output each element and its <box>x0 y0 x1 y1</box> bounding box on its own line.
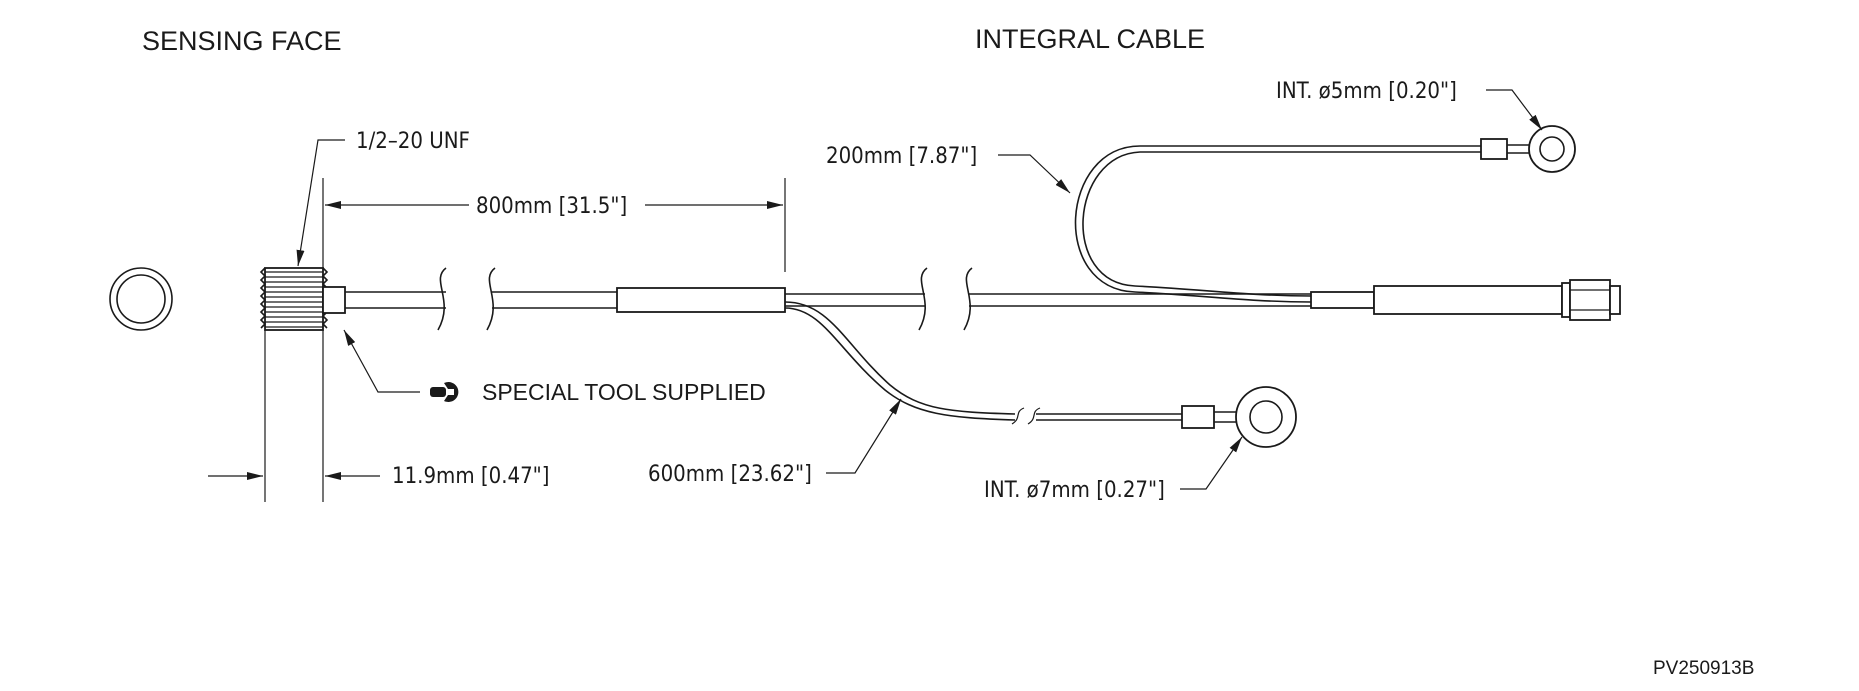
long-lead <box>784 301 1297 448</box>
cable-connector <box>1310 279 1621 321</box>
thread-callout: 1/2–20 UNF <box>296 129 470 267</box>
dimension-cable-length: 800mm [31.5"] <box>322 178 786 272</box>
wrench-icon <box>430 382 459 402</box>
cable-length-label: 800mm [31.5"] <box>476 194 627 219</box>
short-lead-callout: 200mm [7.87"] <box>826 144 1071 194</box>
sensing-face-end-view <box>109 267 173 331</box>
long-lead-callout: 600mm [23.62"] <box>648 398 902 487</box>
hex-length-label: 11.9mm [0.47"] <box>392 464 550 489</box>
main-cable <box>345 267 1311 331</box>
large-ring-callout: INT. ø7mm [0.27"] <box>984 436 1243 503</box>
small-ring-label: INT. ø5mm [0.20"] <box>1276 79 1457 104</box>
short-lead <box>1074 125 1576 303</box>
dimension-hex-length: 11.9mm [0.47"] <box>208 330 550 502</box>
threaded-sensor-body <box>259 267 346 331</box>
large-ring-label: INT. ø7mm [0.27"] <box>984 478 1165 503</box>
special-tool-label: SPECIAL TOOL SUPPLIED <box>482 379 766 405</box>
long-lead-label: 600mm [23.62"] <box>648 462 812 487</box>
thread-label: 1/2–20 UNF <box>356 129 470 154</box>
integral-cable-heading: INTEGRAL CABLE <box>975 24 1205 54</box>
special-tool-callout: SPECIAL TOOL SUPPLIED <box>343 329 766 405</box>
sensing-face-heading: SENSING FACE <box>142 26 342 56</box>
small-ring-callout: INT. ø5mm [0.20"] <box>1276 79 1543 131</box>
short-lead-label: 200mm [7.87"] <box>826 144 977 169</box>
drawing-number: PV250913B <box>1653 658 1754 679</box>
